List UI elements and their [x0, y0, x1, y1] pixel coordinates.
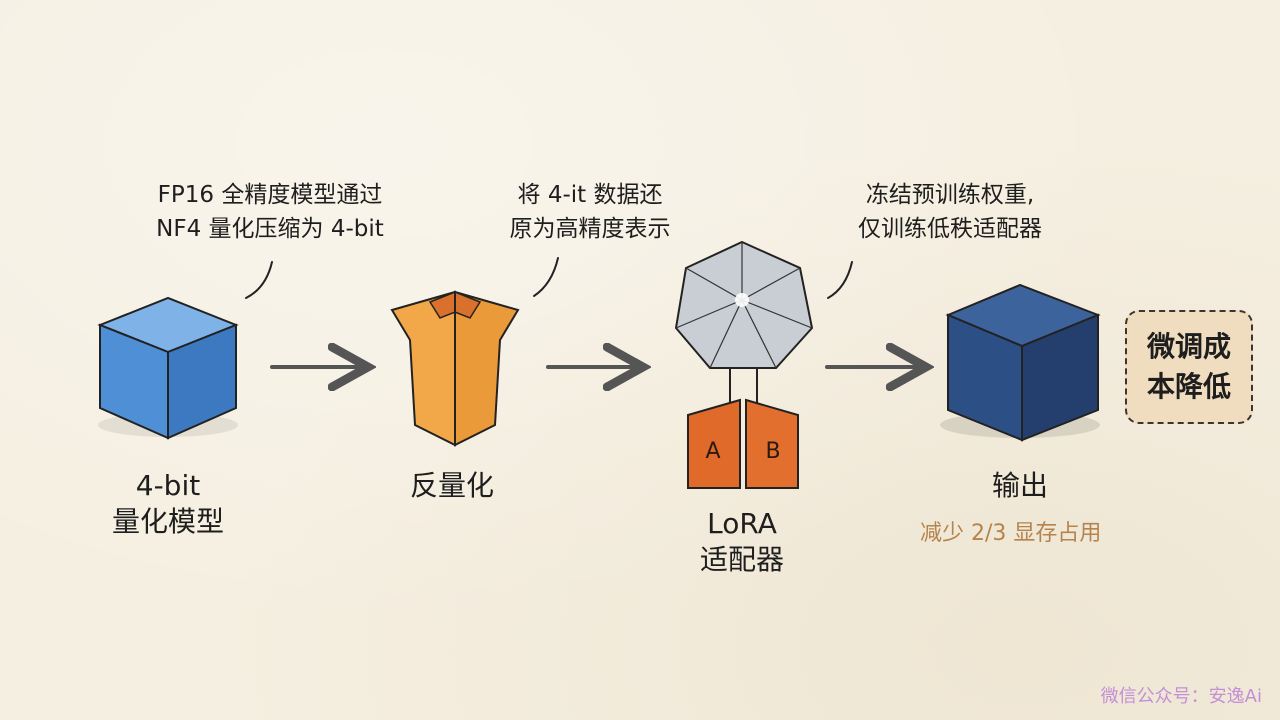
- step1-note-line1: FP16 全精度模型通过: [157, 182, 383, 208]
- quantized-model-label-line2: 量化模型: [111, 505, 224, 538]
- cost-reduction-badge-line1: 微调成: [1146, 330, 1231, 363]
- step2-note: 将 4-it 数据还 原为高精度表示: [470, 178, 710, 246]
- callout-tail: [245, 261, 273, 299]
- callout-tail: [827, 261, 853, 299]
- step3-note-line2: 仅训练低秩适配器: [858, 216, 1042, 242]
- lora-box-a-icon: [687, 398, 741, 489]
- cost-reduction-badge-line2: 本降低: [1146, 370, 1231, 403]
- watermark: 微信公众号：安逸Ai: [1100, 686, 1262, 707]
- callout-tail: [533, 257, 559, 297]
- memory-savings-subtitle: 减少 2/3 显存占用: [920, 521, 1102, 546]
- lora-adapter-label-line1: LoRA: [707, 507, 777, 540]
- step2-note-line2: 原为高精度表示: [509, 216, 671, 242]
- output-label-line1: 输出: [991, 469, 1048, 502]
- dequantize-label-line1: 反量化: [409, 469, 494, 502]
- dark-blue-cube-icon: [945, 283, 1101, 442]
- output-label: 输出: [940, 468, 1100, 504]
- lora-adapter-label-line2: 适配器: [699, 543, 784, 576]
- quantized-model-label: 4-bit 量化模型: [78, 468, 258, 540]
- cost-reduction-badge: 微调成 本降低: [1125, 310, 1253, 424]
- lora-box-b-icon: [745, 398, 799, 489]
- light-blue-cube-icon: [97, 296, 239, 440]
- step3-note: 冻结预训练权重, 仅训练低秩适配器: [820, 178, 1080, 246]
- orange-folder-icon: [390, 290, 520, 447]
- step2-note-line1: 将 4-it 数据还: [517, 182, 663, 208]
- step3-note-line1: 冻结预训练权重,: [865, 182, 1035, 208]
- lora-box-b-label: B: [765, 439, 781, 464]
- lora-adapter-label: LoRA 适配器: [662, 506, 822, 578]
- step1-note: FP16 全精度模型通过 NF4 量化压缩为 4-bit: [120, 178, 420, 246]
- step1-note-line2: NF4 量化压缩为 4-bit: [156, 216, 384, 242]
- gray-sphere-icon: [674, 240, 814, 369]
- lora-box-a-label: A: [705, 439, 721, 464]
- quantized-model-label-line1: 4-bit: [135, 469, 201, 502]
- dequantize-label: 反量化: [372, 468, 532, 504]
